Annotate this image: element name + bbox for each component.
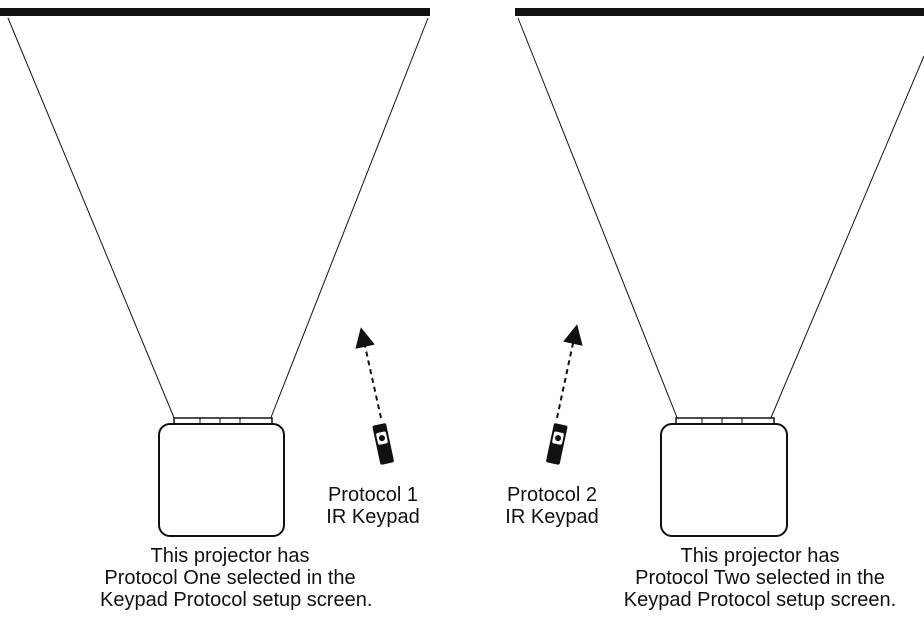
left-caption: This projector has Protocol One selected…: [100, 545, 373, 611]
left-remote-label: Protocol 1 IR Keypad: [318, 484, 428, 528]
right-remote-label-line1: Protocol 2: [506, 484, 598, 506]
right-screen-bar: [515, 8, 924, 16]
left-caption-line1: This projector has: [150, 545, 310, 567]
left-ir-signal-arrow: [355, 327, 382, 419]
right-caption: This projector has Protocol Two selected…: [600, 545, 920, 611]
left-beam-edge-right: [269, 17, 429, 421]
right-projector: [660, 417, 788, 537]
right-setup: [515, 8, 924, 537]
left-projector-body: [158, 423, 285, 537]
left-remote-label-line2: IR Keypad: [326, 506, 420, 528]
left-remote-label-line1: Protocol 1: [327, 484, 419, 506]
right-ir-signal-arrow: [556, 324, 583, 419]
left-screen-bar: [0, 8, 430, 16]
right-remote-label-line2: IR Keypad: [505, 506, 599, 528]
right-caption-line1: This projector has: [680, 545, 840, 567]
right-ir-keypad: [546, 324, 583, 465]
left-caption-line3: Keypad Protocol setup screen.: [100, 589, 373, 611]
left-beam-edge-left: [7, 17, 176, 421]
left-keypad-device: [372, 423, 394, 465]
left-caption-line2: Protocol One selected in the: [104, 567, 356, 589]
left-projector: [158, 417, 285, 537]
right-caption-line2: Protocol Two selected in the: [635, 567, 885, 589]
right-beam-edge-right: [769, 55, 924, 421]
right-caption-line3: Keypad Protocol setup screen.: [623, 589, 897, 611]
right-remote-label: Protocol 2 IR Keypad: [497, 484, 607, 528]
left-setup: [0, 8, 430, 537]
right-projector-body: [660, 423, 788, 537]
right-keypad-device: [546, 423, 568, 465]
left-ir-keypad: [355, 327, 394, 465]
right-beam-edge-left: [517, 17, 679, 421]
